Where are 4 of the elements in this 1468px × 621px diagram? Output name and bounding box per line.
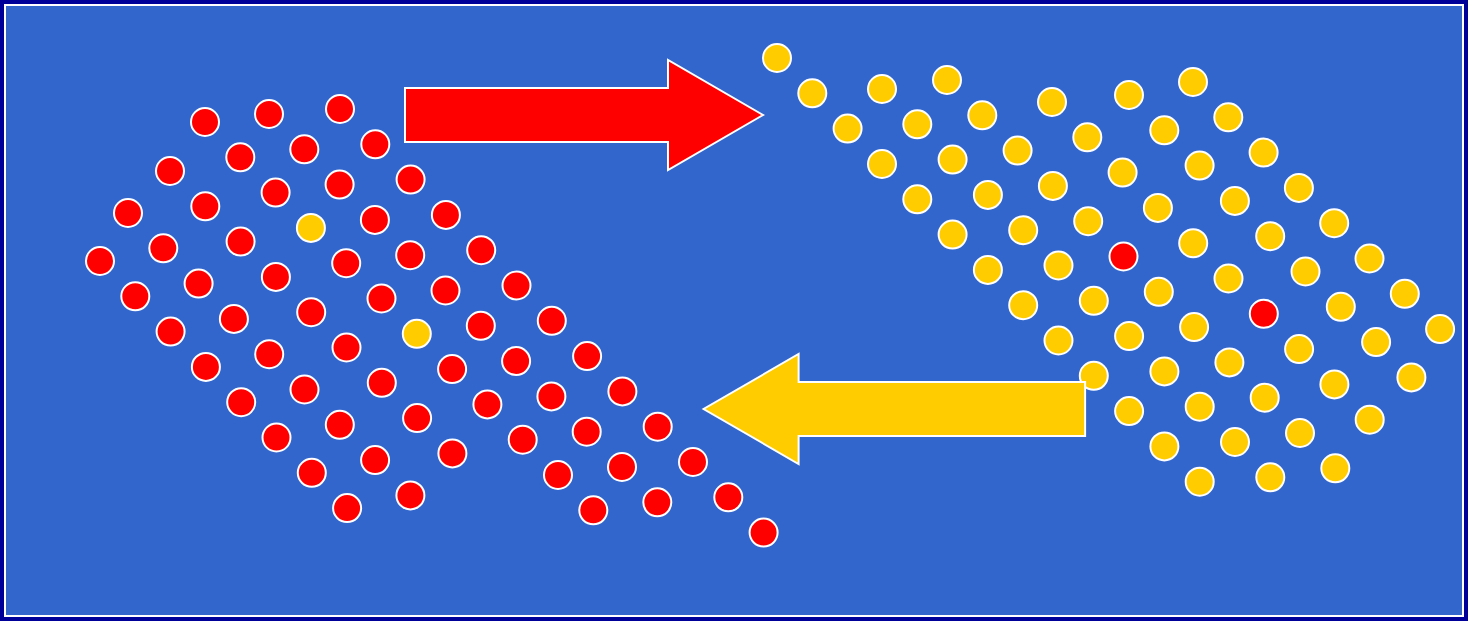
dot-cluster-drawing [85,94,779,548]
block-arrow [701,352,1087,466]
block-arrow [404,58,765,172]
dot-cluster-drawing [762,43,1456,497]
